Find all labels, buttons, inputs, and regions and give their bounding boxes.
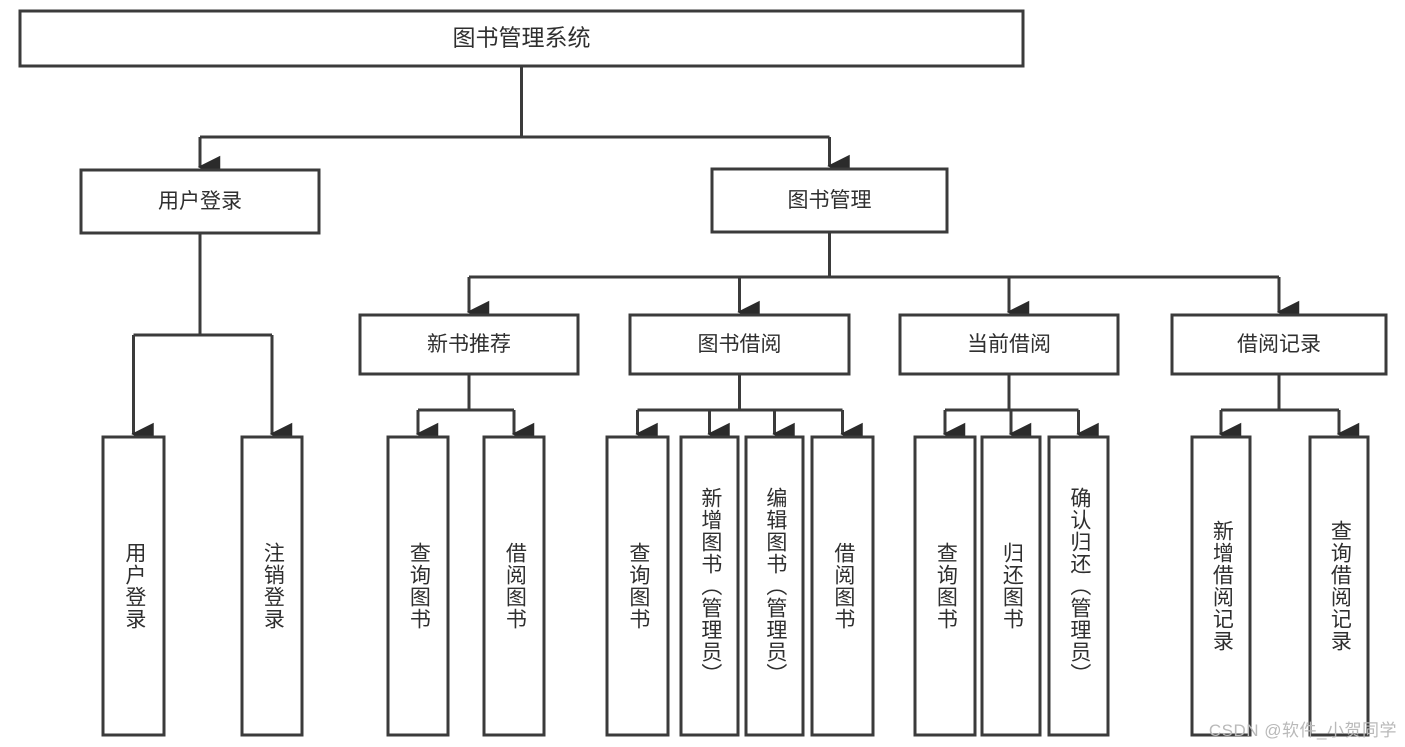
node-leaf-1-rect — [240, 435, 304, 737]
node-leaf-5-rect — [679, 435, 740, 737]
node-level3-3-rect — [1170, 313, 1388, 376]
watermark: CSDN @软件_小贺同学 — [1208, 721, 1397, 740]
node-root-rect — [18, 9, 1025, 68]
node-leaf-11-rect — [1190, 435, 1252, 737]
node-leaf-3[interactable] — [482, 435, 546, 737]
node-root[interactable]: 图书管理系统 — [18, 9, 1025, 68]
node-level2-0-rect — [79, 168, 321, 235]
node-level3-2-label: 当前借阅 — [967, 333, 1051, 356]
node-level2-1-label: 图书管理 — [788, 189, 872, 212]
node-leaf-10[interactable] — [1047, 435, 1110, 737]
node-leaf-4-rect — [605, 435, 670, 737]
node-level3-2[interactable]: 当前借阅 — [898, 313, 1120, 376]
node-level3-1-label: 图书借阅 — [698, 333, 782, 356]
node-leaf-10-rect — [1047, 435, 1110, 737]
node-leaf-9[interactable] — [980, 435, 1042, 737]
node-leaf-7[interactable] — [810, 435, 875, 737]
node-leaf-11[interactable] — [1190, 435, 1252, 737]
node-leaf-3-rect — [482, 435, 546, 737]
node-level3-1-rect — [628, 313, 851, 376]
node-leaf-4[interactable] — [605, 435, 670, 737]
node-leaf-8-rect — [913, 435, 977, 737]
node-level2-1-rect — [710, 167, 949, 234]
node-level3-1[interactable]: 图书借阅 — [628, 313, 851, 376]
node-leaf-1[interactable] — [240, 435, 304, 737]
node-level2-0[interactable]: 用户登录 — [79, 168, 321, 235]
node-level3-3[interactable]: 借阅记录 — [1170, 313, 1388, 376]
node-level3-0-rect — [358, 313, 580, 376]
node-level3-3-label: 借阅记录 — [1237, 333, 1321, 356]
node-leaf-7-rect — [810, 435, 875, 737]
node-leaf-12-rect — [1308, 435, 1370, 737]
node-leaf-9-rect — [980, 435, 1042, 737]
node-leaf-2[interactable] — [386, 435, 450, 737]
node-leaf-12[interactable] — [1308, 435, 1370, 737]
node-leaf-5[interactable] — [679, 435, 740, 737]
node-leaf-2-rect — [386, 435, 450, 737]
node-leaf-6-rect — [744, 435, 805, 737]
node-level2-0-label: 用户登录 — [158, 190, 242, 213]
node-leaf-8[interactable] — [913, 435, 977, 737]
node-level3-0-label: 新书推荐 — [427, 333, 511, 356]
node-leaf-6[interactable] — [744, 435, 805, 737]
node-level3-0[interactable]: 新书推荐 — [358, 313, 580, 376]
node-root-label: 图书管理系统 — [453, 25, 591, 51]
node-leaf-0-rect — [101, 435, 166, 737]
node-level2-1[interactable]: 图书管理 — [710, 167, 949, 234]
connector-layer — [131, 66, 1360, 446]
node-leaf-0[interactable] — [101, 435, 166, 737]
node-level3-2-rect — [898, 313, 1120, 376]
